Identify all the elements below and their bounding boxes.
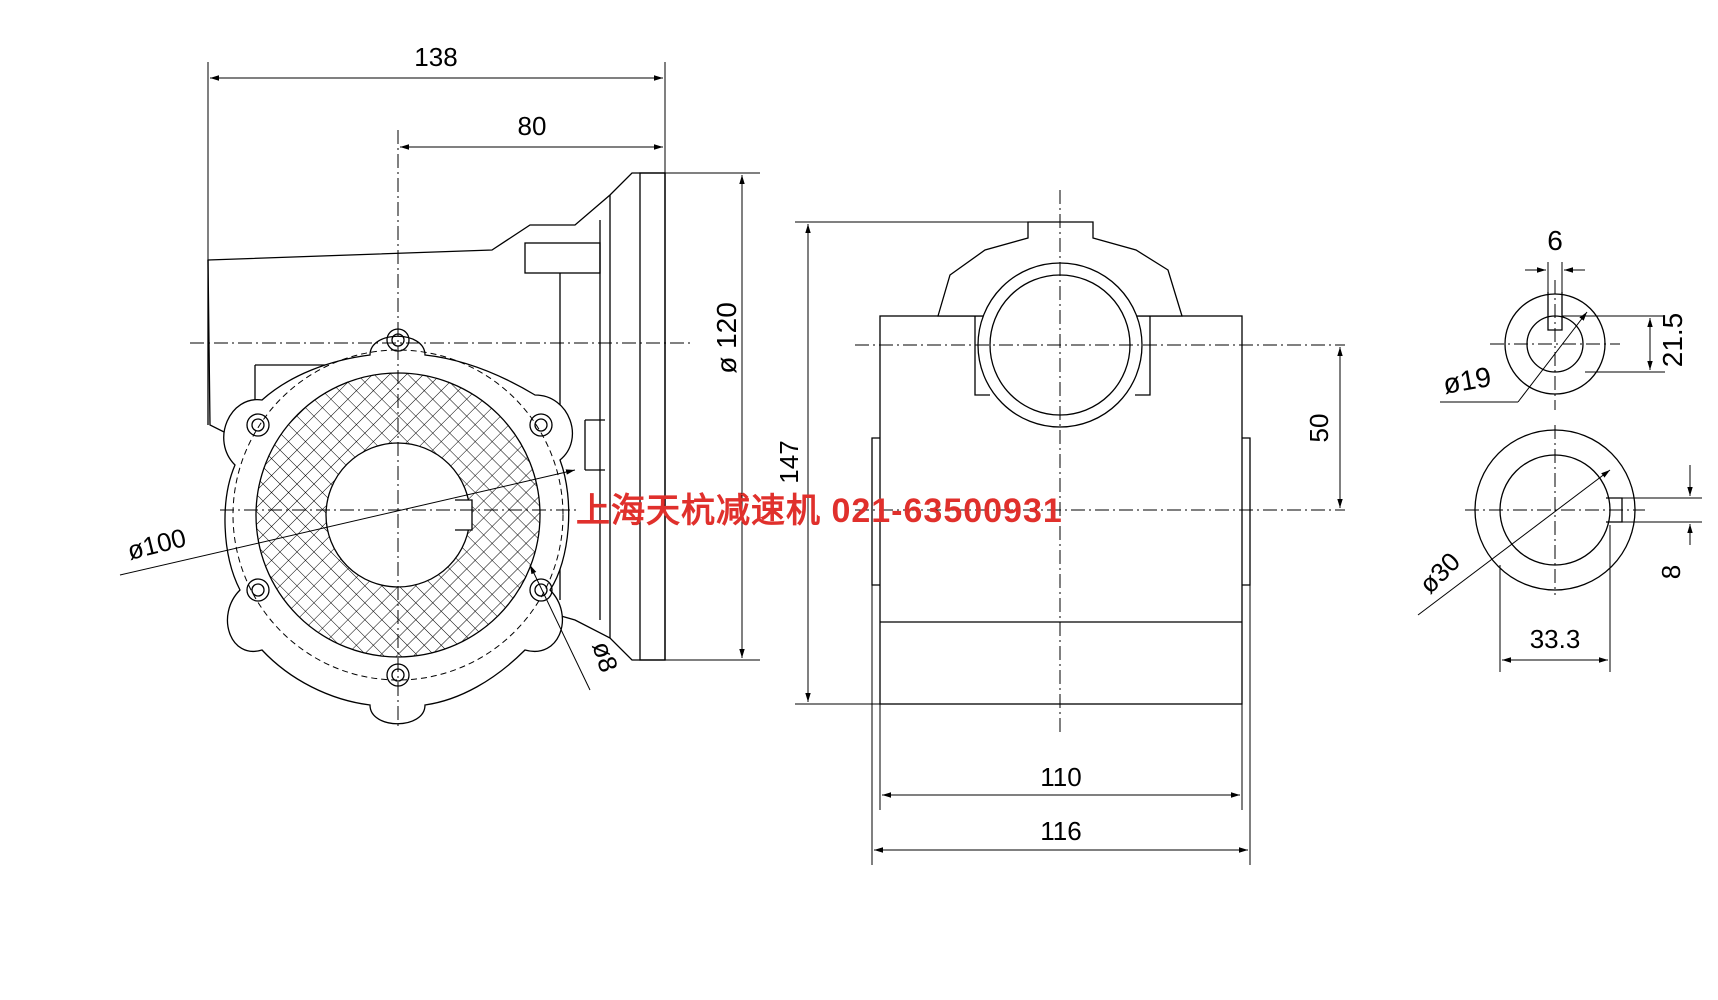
dim-8-label: ø8 (586, 638, 624, 676)
dim-21-5-label: 21.5 (1657, 313, 1688, 368)
bolt-hole-lower-left (246, 578, 270, 602)
bolt-hole-lower-right-inner (534, 583, 548, 597)
dim-138-label: 138 (414, 42, 457, 72)
flange-plate (639, 172, 666, 661)
bolt-hole-upper-right (529, 413, 553, 437)
dim-50-label: 50 (1304, 414, 1334, 443)
dim-8-leader (529, 564, 591, 691)
dim-116-label: 116 (1040, 816, 1081, 846)
flange-boss (524, 242, 601, 274)
watermark-text: 上海天杭减速机 021-63500931 (576, 491, 1063, 530)
dim-19-label: ø19 (1441, 361, 1494, 400)
dim-30-label: ø30 (1413, 546, 1466, 599)
front-boss-ears (974, 316, 1151, 396)
dim-19-leader (1517, 311, 1588, 403)
dim-147-label: 147 (774, 440, 804, 483)
bolt-hole-upper-left-inner (251, 418, 265, 432)
bolt-hole-lower-left-inner (251, 583, 265, 597)
dim-100-leader (119, 469, 576, 576)
dim-30-leader (1417, 469, 1611, 616)
dim-80-label: 80 (518, 111, 547, 141)
front-foot-right (1242, 437, 1251, 586)
dim-120-label: ø 120 (711, 302, 742, 374)
dim-6-label: 6 (1547, 225, 1563, 256)
flange-dashed-circle (232, 349, 564, 681)
detail-small-shaft: 6 21.5 ø19 (1440, 225, 1688, 410)
bolt-hole-lower-right (529, 578, 553, 602)
bolt-hole-upper-right-inner (534, 418, 548, 432)
dim-33-3-label: 33.3 (1530, 624, 1581, 654)
dim-100-label: ø100 (124, 522, 189, 565)
bolt-hole-upper-left (246, 413, 270, 437)
dim-110-label: 110 (1040, 762, 1081, 792)
dim-8-key-label: 8 (1656, 565, 1686, 579)
bore-keyway (455, 499, 473, 531)
side-view: 138 80 ø 120 ø100 ø8 (119, 42, 760, 730)
front-view: 147 50 110 116 (774, 190, 1345, 865)
front-foot-left (871, 437, 880, 586)
detail-large-bore: ø30 8 33.3 (1413, 425, 1702, 672)
